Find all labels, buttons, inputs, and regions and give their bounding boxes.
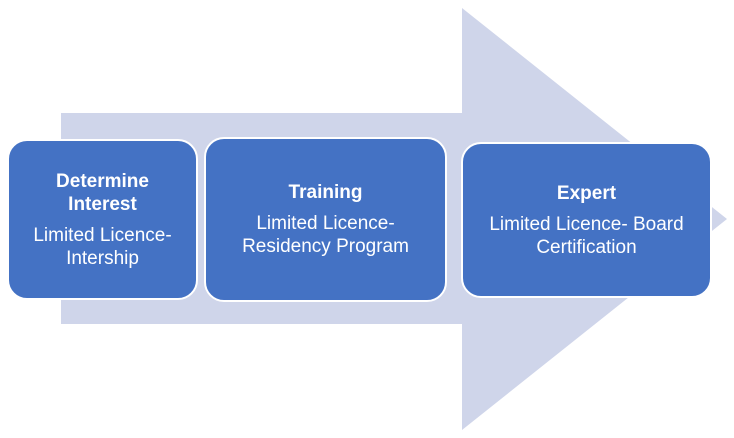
step-determine-interest: Determine Interest Limited Licence- Inte… <box>7 139 198 300</box>
step-title: Determine Interest <box>56 170 149 215</box>
step-title: Expert <box>556 182 617 204</box>
step-title: Training <box>288 182 363 203</box>
step-training: Training Limited Licence- Residency Prog… <box>204 137 447 302</box>
step-subtitle: Limited Licence- Intership <box>33 224 172 269</box>
step-subtitle: Limited Licence- Residency Program <box>242 213 409 257</box>
step-subtitle: Limited Licence- Board Certification <box>489 213 684 258</box>
step-expert: Expert Limited Licence- Board Certificat… <box>461 142 712 298</box>
